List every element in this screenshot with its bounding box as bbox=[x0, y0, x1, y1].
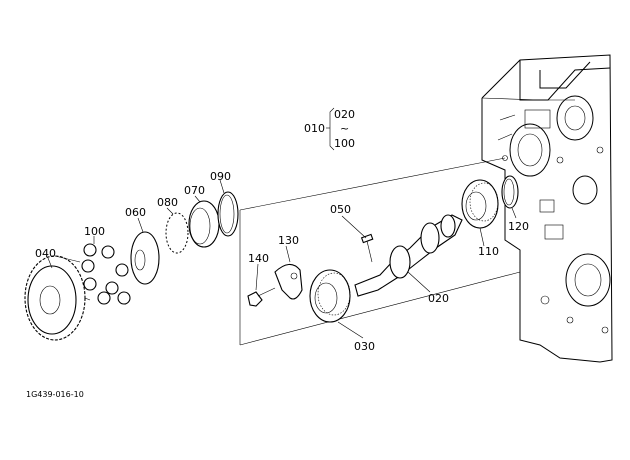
circlip bbox=[217, 191, 239, 237]
callout-140: 140 bbox=[248, 252, 269, 265]
circlip-rear bbox=[501, 175, 519, 209]
thrust-bearing bbox=[165, 212, 189, 254]
callout-010-range-start: 020 bbox=[334, 108, 355, 121]
cam-gear bbox=[24, 255, 91, 341]
leader-lines bbox=[47, 107, 517, 339]
callout-080: 080 bbox=[157, 196, 178, 209]
callout-130: 130 bbox=[278, 234, 299, 247]
callout-010-range-tilde: ~ bbox=[340, 122, 349, 135]
camshaft bbox=[354, 214, 463, 297]
assembly-axis-lines bbox=[239, 155, 521, 346]
ball-bearing-rear bbox=[461, 179, 499, 229]
callout-020: 020 bbox=[428, 292, 449, 305]
callout-050: 050 bbox=[330, 203, 351, 216]
callout-030: 030 bbox=[354, 340, 375, 353]
callout-120: 120 bbox=[508, 220, 529, 233]
governor-balls bbox=[81, 243, 131, 305]
camshaft-stopper bbox=[274, 263, 303, 300]
callout-100: 100 bbox=[84, 225, 105, 238]
bolt bbox=[247, 287, 276, 307]
callout-110: 110 bbox=[478, 245, 499, 258]
feather-key bbox=[360, 233, 374, 263]
governor-sleeve-2 bbox=[188, 200, 220, 248]
callout-040: 040 bbox=[35, 247, 56, 260]
governor-sleeve bbox=[130, 231, 160, 285]
callout-010-range-end: 100 bbox=[334, 137, 355, 150]
figure-code: 1G439-016-10 bbox=[26, 390, 84, 399]
ball-bearing-front bbox=[309, 269, 351, 323]
callout-010: 010 bbox=[304, 122, 325, 135]
callout-060: 060 bbox=[125, 206, 146, 219]
engine-block bbox=[481, 54, 613, 363]
callout-070: 070 bbox=[184, 184, 205, 197]
callout-090: 090 bbox=[210, 170, 231, 183]
